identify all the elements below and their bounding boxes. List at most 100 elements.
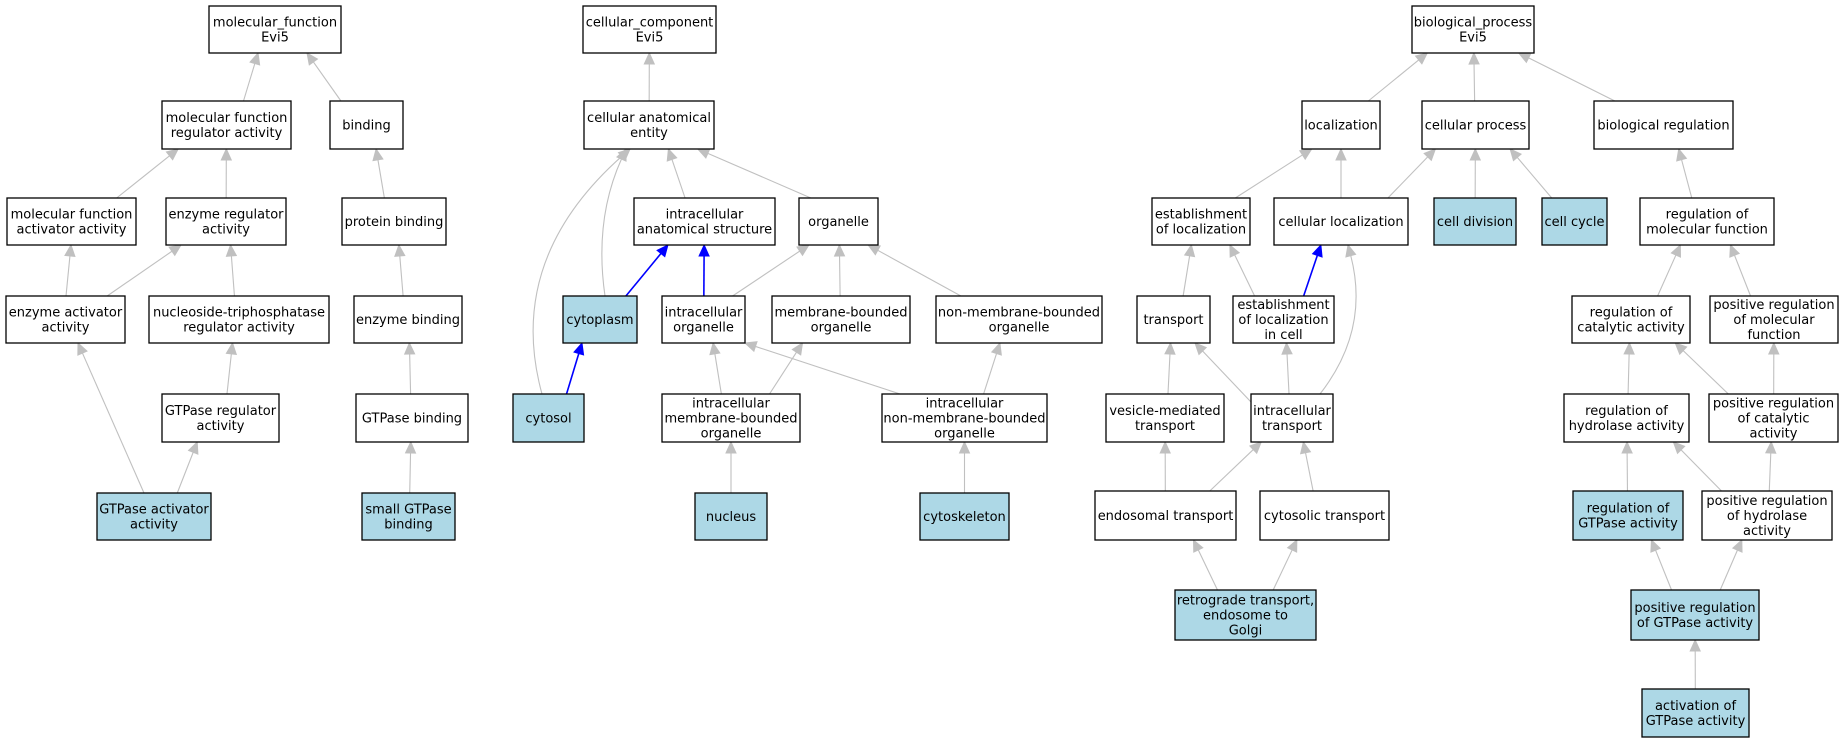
node-label-line: small GTPase: [365, 503, 451, 518]
node-cell_cyc[interactable]: cell cycle: [1541, 197, 1608, 246]
node-label-line: organelle: [989, 321, 1050, 336]
arrowhead-reg_cat-to-reg_mf: [1670, 243, 1681, 258]
node-endo_trans[interactable]: endosomal transport: [1094, 490, 1237, 541]
node-box: [1563, 393, 1690, 443]
node-box: [96, 492, 212, 541]
node-bio_reg[interactable]: biological regulation: [1593, 100, 1734, 150]
arrowhead-pos_reg_hyd-to-pos_reg_cat: [1764, 440, 1777, 454]
node-box: [694, 492, 768, 541]
node-box: [1709, 295, 1839, 344]
node-cell_div[interactable]: cell division: [1433, 197, 1517, 246]
node-box: [633, 197, 776, 246]
arrowhead-est_loc_cell-to-cell_loc: [1311, 243, 1323, 258]
node-label-line: binding: [342, 119, 390, 134]
arrowhead-pos_reg_gtp-to-reg_gtp: [1650, 538, 1662, 553]
node-label-line: transport: [1135, 419, 1195, 434]
node-box: [661, 393, 801, 443]
edge-cell_proc-to-bp_root: [1473, 63, 1476, 102]
node-prot_bind[interactable]: protein binding: [341, 197, 447, 246]
node-label-line: molecular_function: [213, 16, 337, 31]
node-cytoskeleton[interactable]: cytoskeleton: [919, 492, 1010, 541]
node-box: [583, 100, 715, 150]
node-box: [919, 492, 1010, 541]
node-label-line: function: [1747, 328, 1800, 343]
node-gtp_bind[interactable]: GTPase binding: [355, 393, 469, 443]
node-label-line: of molecular: [1733, 313, 1815, 328]
node-label-line: cell division: [1437, 215, 1513, 230]
edge-enz_act-to-enz_reg: [106, 250, 173, 297]
edge-enz_act-to-mf_act: [65, 255, 71, 297]
node-cell_loc[interactable]: cellular localization: [1273, 197, 1409, 246]
node-cell_proc[interactable]: cellular process: [1421, 100, 1530, 150]
node-box: [1639, 197, 1775, 246]
node-transport[interactable]: transport: [1136, 295, 1211, 344]
node-label-line: GTPase binding: [362, 412, 462, 427]
arrowhead-retro-to-cytosolic_trans: [1286, 538, 1298, 553]
node-cytoplasm[interactable]: cytoplasm: [562, 295, 638, 344]
node-label-line: catalytic activity: [1577, 321, 1685, 336]
node-label-line: regulation of: [1666, 208, 1749, 223]
node-box: [1136, 295, 1211, 344]
edge-inmbo-to-nonmem_org: [983, 353, 998, 395]
node-label-line: localization: [1304, 119, 1378, 134]
node-box: [5, 295, 126, 344]
arrowhead-intra_org-to-ias: [698, 243, 710, 257]
node-label-line: binding: [384, 518, 432, 533]
node-organelle[interactable]: organelle: [798, 197, 879, 246]
node-binding[interactable]: binding: [329, 100, 404, 150]
node-label-line: GTPase regulator: [165, 404, 277, 419]
node-box: [1411, 5, 1535, 54]
node-cytosolic_trans[interactable]: cytosolic transport: [1259, 490, 1390, 541]
node-localization[interactable]: localization: [1301, 100, 1381, 150]
arrowhead-cytoskeleton-to-inmbo: [958, 440, 971, 454]
node-nucleus[interactable]: nucleus: [694, 492, 768, 541]
edge-cytosolic_trans-to-intra_trans: [1304, 452, 1314, 492]
node-box: [353, 295, 463, 344]
edge-cytoplasm-to-cae: [601, 158, 622, 297]
edge-pos_reg_gtp-to-reg_gtp: [1655, 550, 1673, 591]
arrowhead-cell_div-to-cell_proc: [1469, 147, 1482, 161]
node-enz_bind[interactable]: enzyme binding: [353, 295, 463, 344]
node-label-line: intracellular: [926, 397, 1004, 412]
node-cytosol[interactable]: cytosol: [512, 393, 585, 443]
arrowhead-gtp_bind-to-enz_bind: [403, 341, 416, 355]
edges-layer: [64, 51, 1780, 690]
node-box: [1641, 688, 1750, 738]
node-inmbo[interactable]: intracellularnon-membrane-boundedorganel…: [881, 393, 1048, 443]
edge-vesicle-to-transport: [1167, 353, 1171, 395]
arrowhead-enz_act-to-enz_reg: [168, 244, 182, 257]
edge-inmbo-to-intra_org: [755, 345, 901, 395]
edge-transport-to-est_loc: [1182, 255, 1191, 297]
